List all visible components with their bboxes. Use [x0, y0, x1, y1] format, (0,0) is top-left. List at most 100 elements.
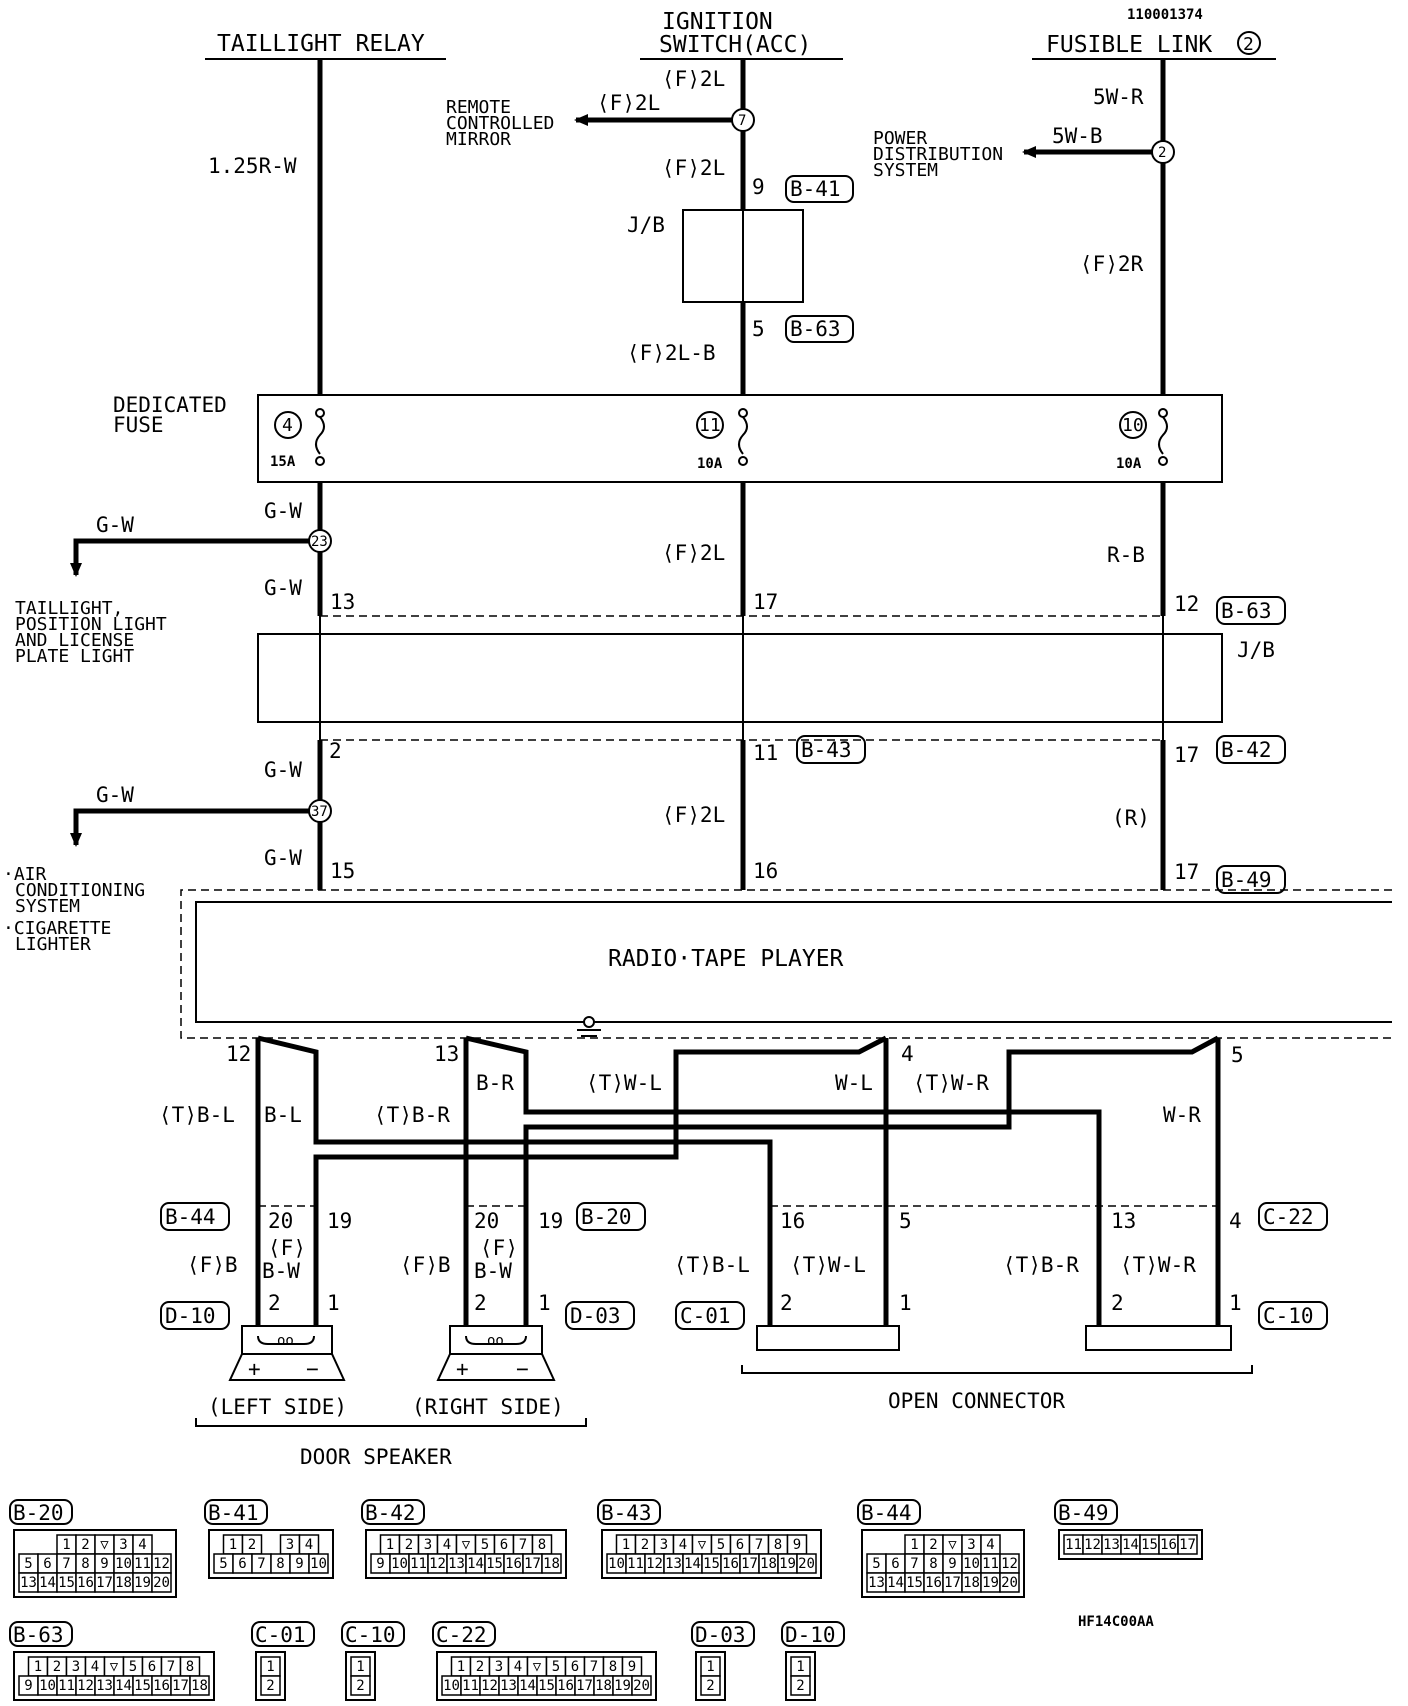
ground-icon [577, 1016, 601, 1037]
connector-pin-label: 11 [1065, 1537, 1082, 1553]
connector-pin-label: ▽ [698, 1537, 707, 1553]
power-distribution-label-1: POWER [873, 128, 927, 149]
connector-pin-label: 4 [679, 1537, 687, 1553]
wire-label-twl-lower: ⟨T⟩W-L [790, 1253, 866, 1277]
connector-pin-cell [1177, 1534, 1198, 1555]
taillight-group-label-3: AND LICENSE [15, 630, 134, 651]
connector-pin-label: ▽ [533, 1659, 542, 1675]
taillight-group-label-2: POSITION LIGHT [15, 614, 167, 635]
connector-face-tag: B-20 [13, 1501, 64, 1525]
wire-label-f2l-mirror: ⟨F⟩2L [597, 91, 660, 115]
connector-pin-label: 2 [641, 1537, 649, 1553]
connector-pin-cell [796, 1553, 817, 1574]
fuse-4-number-circle [274, 411, 302, 439]
connector-pin-label: 9 [295, 1556, 303, 1572]
pin-4-radio: 4 [901, 1042, 914, 1066]
connector-pin-label: 13 [448, 1556, 465, 1572]
wire-label-wr: W-R [1163, 1103, 1201, 1127]
fuse-11-number-circle [696, 411, 724, 439]
connector-face-tag-frame [781, 1621, 845, 1647]
connector-pin-label: 8 [81, 1556, 89, 1572]
connector-pin-label: 2 [248, 1537, 256, 1553]
connector-pin-label: 15 [1141, 1537, 1158, 1553]
wire-label-5wb: 5W-B [1052, 124, 1103, 148]
connector-pin-label: 3 [424, 1537, 432, 1553]
ac-group-label-5: LIGHTER [15, 934, 91, 955]
speaker-right-coil [465, 1335, 527, 1345]
connector-pin-label: 4 [443, 1537, 451, 1553]
pin-16-col2: 16 [753, 859, 778, 883]
connector-pin-label: 8 [186, 1659, 194, 1675]
connector-tag-d03 [565, 1301, 635, 1330]
connector-pin-label: 16 [557, 1678, 574, 1694]
wire-label-gw-2: G-W [264, 576, 302, 600]
connector-pin-label: 13 [500, 1678, 517, 1694]
connector-pin-label: 3 [495, 1659, 503, 1675]
taillight-group-label-1: TAILLIGHT, [15, 598, 123, 619]
connector-face-tag-frame [432, 1621, 496, 1647]
connector-pin-label: 9 [948, 1556, 956, 1572]
connector-pin-label: 12 [646, 1556, 663, 1572]
wire-label-tbl-left: ⟨T⟩B-L [159, 1103, 235, 1127]
connector-pin-label: 5 [872, 1556, 880, 1572]
connector-pin-label: 20 [633, 1678, 650, 1694]
connector-pin-label: 9 [628, 1659, 636, 1675]
connector-tag-c22-text: C-22 [1263, 1205, 1314, 1229]
connector-pin-label: 5 [481, 1537, 489, 1553]
connector-pin-label: 17 [576, 1678, 593, 1694]
connector-face-tag: B-44 [861, 1501, 912, 1525]
wire-to-ac-group [70, 808, 309, 847]
pin-2-d03: 2 [474, 1291, 487, 1315]
connector-pin-label: 2 [796, 1678, 804, 1694]
dedicated-fuse-label-2: FUSE [113, 413, 164, 437]
connector-pin-label: 14 [115, 1678, 132, 1694]
connector-face-tag: C-22 [436, 1623, 487, 1647]
pin-20-left: 20 [268, 1209, 293, 1233]
wire-label-br: B-R [476, 1071, 514, 1095]
connector-tag-b63-top [785, 315, 854, 343]
connector-face-tag: B-41 [208, 1501, 259, 1525]
connector-pin-label: 6 [238, 1556, 246, 1572]
power-distribution-label-2: DISTRIBUTION [873, 144, 1003, 165]
connector-tag-b63-top-text: B-63 [790, 317, 841, 341]
dedicated-fuse-label-1: DEDICATED [113, 393, 227, 417]
splice-7-label: 7 [738, 113, 746, 129]
connector-pin-label: 7 [910, 1556, 918, 1572]
ac-group-label-4: ·CIGARETTE [3, 918, 111, 939]
connector-pin-label: 10 [39, 1678, 56, 1694]
connector-pin-label: 11 [982, 1556, 999, 1572]
speaker-right-coil-mark: oo [487, 1333, 504, 1349]
wire-label-gw-3: G-W [264, 758, 302, 782]
wire-label-f-right: ⟨F⟩ [480, 1236, 518, 1260]
connector-pin-label: 17 [524, 1556, 541, 1572]
pin-1-d03: 1 [538, 1291, 551, 1315]
fuse-4-bottom-terminal [315, 456, 325, 466]
radio-tape-player-body [195, 901, 1392, 1023]
pin-17-col2: 17 [753, 590, 778, 614]
wire-label-f2lb: ⟨F⟩2L-B [627, 341, 716, 365]
speaker-left-label: (LEFT SIDE) [208, 1395, 347, 1419]
connector-pin-label: 1 [62, 1537, 70, 1553]
connector-pin-cell [350, 1675, 371, 1696]
speaker-left-coil [257, 1335, 315, 1345]
wire-label-f2l-top: ⟨F⟩2L [662, 67, 725, 91]
connector-pin-label: 5 [129, 1659, 137, 1675]
wire-twr-right [523, 1035, 1220, 1206]
connector-face-tag: C-10 [345, 1623, 396, 1647]
connector-pin-label: 6 [736, 1537, 744, 1553]
connector-pin-label: 16 [505, 1556, 522, 1572]
connector-pin-label: 7 [519, 1537, 527, 1553]
wire-label-fb-right: ⟨F⟩B [400, 1253, 451, 1277]
connector-pin-label: 6 [43, 1556, 51, 1572]
connector-pin-label: 3 [119, 1537, 127, 1553]
connector-pin-label: 8 [538, 1537, 546, 1553]
connector-pin-label: 7 [257, 1556, 265, 1572]
connector-pin-label: 20 [153, 1575, 170, 1591]
wire-to-taillight-group [70, 538, 309, 577]
connector-pin-label: 8 [609, 1659, 617, 1675]
connector-pin-label: 2 [405, 1537, 413, 1553]
connector-pin-cell [151, 1572, 172, 1593]
